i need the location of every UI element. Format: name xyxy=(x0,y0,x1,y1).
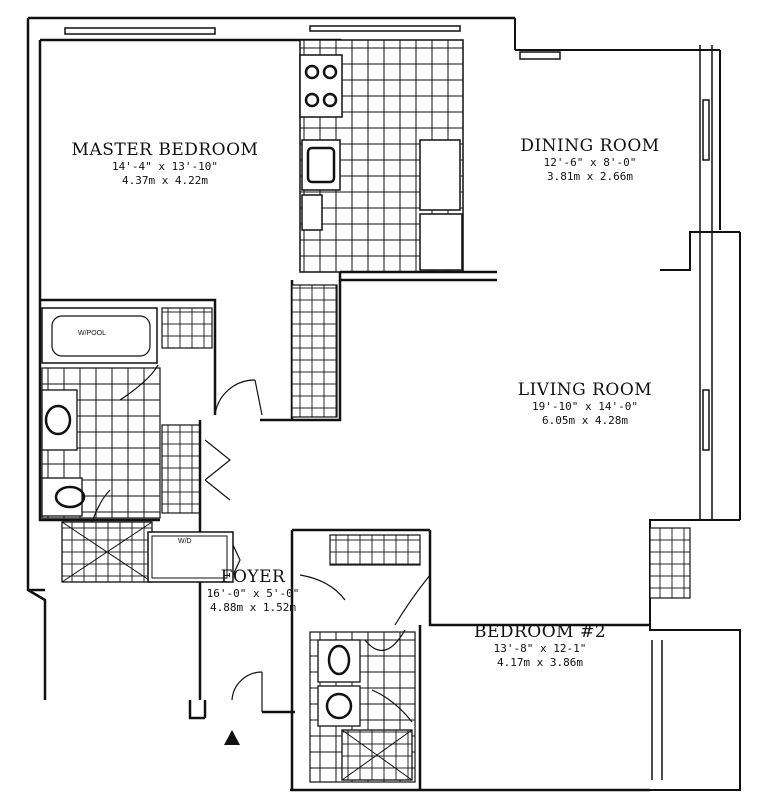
bedroom-2-imperial: 13'-8" x 12-1" xyxy=(493,642,587,655)
dining-room-metric: 3.81m x 2.66m xyxy=(546,170,634,183)
foyer-label: FOYER 16'-0" x 5'-0" 4.88m x 1.52m xyxy=(207,567,300,615)
living-room-imperial: 19'-10" x 14'-0" xyxy=(532,400,638,413)
window-marks xyxy=(64,25,710,451)
whirlpool-tub-label: W/POOL xyxy=(78,330,107,337)
foyer-name: FOYER xyxy=(220,567,286,587)
closets xyxy=(161,284,691,599)
kitchen xyxy=(299,39,497,274)
master-bedroom-name: MASTER BEDROOM xyxy=(71,140,259,160)
bedroom-2-walls xyxy=(290,528,650,790)
foyer-metric: 4.88m x 1.52m xyxy=(209,601,297,614)
dining-room-imperial: 12'-6" x 8'-0" xyxy=(543,156,637,169)
bedroom-2-label: BEDROOM #2 13'-8" x 12-1" 4.17m x 3.86m xyxy=(474,622,606,670)
washer-dryer-label: W/D xyxy=(178,538,192,545)
master-bath xyxy=(38,300,161,583)
living-room-label: LIVING ROOM 19'-10" x 14'-0" 6.05m x 4.2… xyxy=(518,380,652,428)
foyer-walls xyxy=(147,379,263,712)
living-room-metric: 6.05m x 4.28m xyxy=(541,414,629,427)
master-bedroom-label: MASTER BEDROOM 14'-4" x 13'-10" 4.37m x … xyxy=(72,140,259,188)
master-bedroom-metric: 4.37m x 4.22m xyxy=(121,174,209,187)
dining-room-label: DINING ROOM 12'-6" x 8'-0" 3.81m x 2.66m xyxy=(520,136,659,184)
dining-room-name: DINING ROOM xyxy=(520,136,660,156)
living-room-name: LIVING ROOM xyxy=(517,380,653,400)
foyer-imperial: 16'-0" x 5'-0" xyxy=(206,587,300,600)
bedroom-2-name: BEDROOM #2 xyxy=(473,622,607,642)
exterior-walls xyxy=(26,16,741,792)
master-bedroom-imperial: 14'-4" x 13'-10" xyxy=(112,160,218,173)
entry-arrow-icon xyxy=(224,730,240,745)
bedroom-2-metric: 4.17m x 3.86m xyxy=(496,656,584,669)
